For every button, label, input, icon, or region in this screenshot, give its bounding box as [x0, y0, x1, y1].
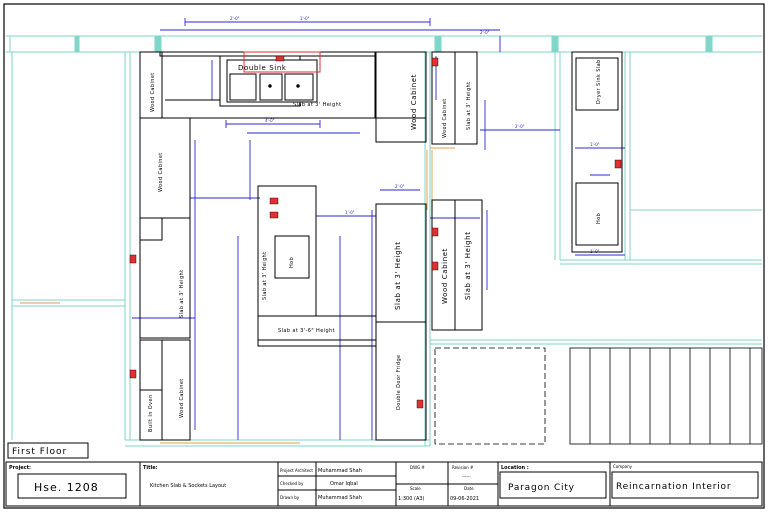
title-heading: Title:: [143, 465, 158, 471]
label-slab-3-6: Slab at 3'-6" Height: [278, 328, 335, 334]
location-heading: Location :: [501, 465, 529, 471]
walls: [6, 35, 762, 447]
label-slab-mid-1: Slab at 3' Height: [394, 241, 402, 310]
svg-text:2'-0": 2'-0": [480, 30, 490, 35]
label-dryer-sink: Dryer Sink Slab: [596, 59, 602, 104]
label-slab-left: Slab at 3' Height: [179, 270, 185, 318]
stair-hatch: [434, 347, 763, 445]
checked-by-label: Checked by: [280, 481, 304, 486]
label-slab-mid-2: Slab at 3' Height: [464, 231, 472, 300]
label-slab-island: Slab at 3' Height: [262, 252, 268, 300]
project-name: Hse. 1208: [34, 481, 99, 494]
label-wood-cabinet-mid: Wood Cabinet: [441, 248, 449, 304]
floor-label-box: [7, 442, 89, 459]
cabinetry: [139, 51, 623, 441]
svg-text:1'-0": 1'-0": [590, 142, 600, 147]
project-architect: Muhammad Shah: [318, 468, 362, 474]
project-heading: Project:: [9, 465, 31, 471]
label-wood-cabinet-3: Wood Cabinet: [442, 98, 448, 138]
drawing-title: Kitchen Slab & Sockets Layout: [150, 483, 226, 489]
drawn-by: Muhammad Shah: [318, 495, 362, 501]
label-slab-top: Slab at 3' Height: [293, 102, 341, 108]
company-name: Reincarnation Interior: [616, 482, 731, 492]
revision-label: Revision #: [452, 465, 474, 470]
label-wood-cabinet-low: Wood Cabinet: [179, 378, 185, 418]
date-value: 09-06-2021: [450, 496, 479, 502]
label-wood-cabinet-2: Wood Cabinet: [410, 74, 418, 130]
scale-value: 1:300 (A3): [398, 496, 425, 502]
door-openings: [20, 147, 455, 444]
label-hob-2: Hob: [596, 213, 602, 224]
dwg-label: DWG #: [410, 465, 425, 470]
date-label: Date: [464, 486, 474, 491]
checked-by: Omar Iqbal: [330, 481, 358, 487]
label-wood-cabinet-1: Wood Cabinet: [150, 72, 156, 112]
floor-label: First Floor: [12, 447, 67, 457]
label-built-in-oven: Built In Oven: [148, 395, 154, 433]
double-sink: [226, 59, 318, 103]
socket-markers: [129, 55, 622, 409]
hob-island: [274, 235, 310, 279]
hob-right: [575, 182, 619, 246]
dimension-lines: [132, 18, 625, 440]
svg-text:4'-0": 4'-0": [265, 118, 275, 123]
project-architect-label: Project Architect: [280, 468, 313, 473]
label-hob-1: Hob: [289, 257, 295, 268]
sink-highlight: [243, 51, 321, 73]
revision-value: ------: [462, 474, 471, 479]
label-slab-upper-right: Slab at 3' Height: [466, 82, 472, 130]
company-heading: Company: [613, 464, 633, 469]
svg-text:2'-0": 2'-0": [395, 184, 405, 189]
location-name: Paragon City: [508, 483, 575, 493]
wood-cabinet-top-right: [375, 51, 427, 143]
svg-text:2'-0": 2'-0": [515, 124, 525, 129]
title-block: [5, 461, 763, 507]
svg-text:1'-0": 1'-0": [300, 16, 310, 21]
svg-text:2'-0": 2'-0": [230, 16, 240, 21]
sheet-border: [3, 3, 765, 509]
scale-label: Scale: [410, 486, 421, 491]
label-double-sink: Double Sink: [238, 64, 287, 72]
drawn-by-label: Drawn by: [280, 495, 300, 500]
label-wood-cabinet-4: Wood Cabinet: [158, 152, 164, 192]
label-double-door-fridge: Double Door Fridge: [396, 354, 402, 410]
svg-text:1'-0": 1'-0": [345, 210, 355, 215]
